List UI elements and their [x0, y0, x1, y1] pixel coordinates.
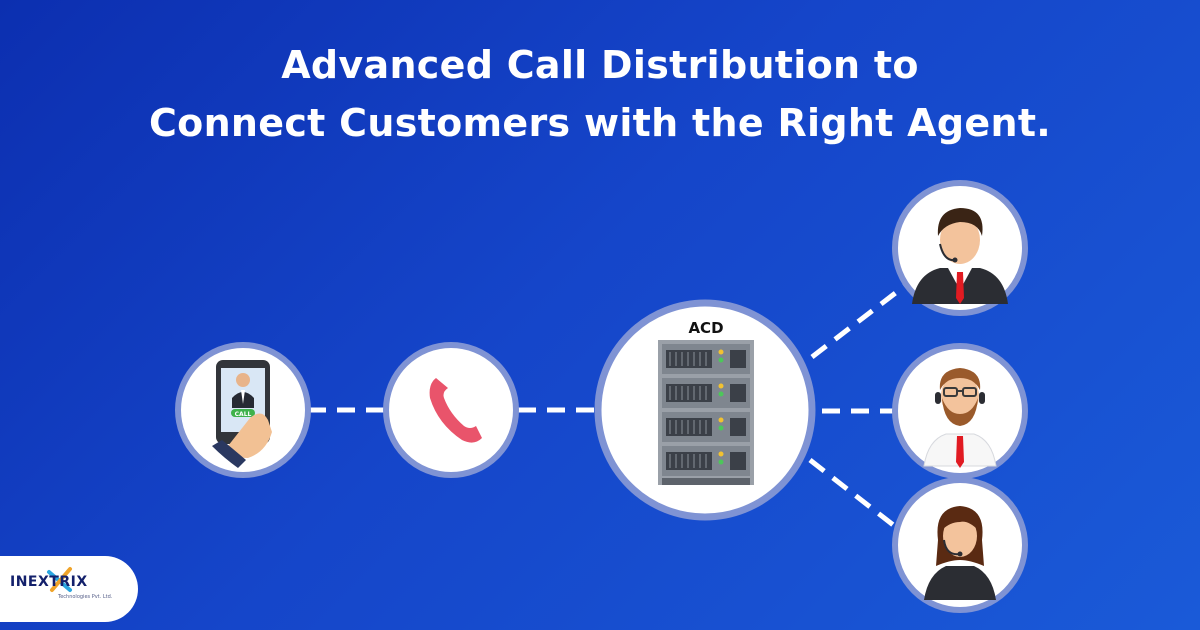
phone-node [383, 342, 519, 478]
logo-tagline: Technologies Pvt. Ltd. [58, 594, 113, 600]
connector-acd-agent-1 [810, 276, 917, 359]
acd-node: ACD [594, 299, 816, 521]
call-badge: CALL [235, 411, 252, 418]
logo-brand-text: INEXTRIX [10, 574, 88, 590]
server-rack-icon [658, 340, 754, 485]
page-title: Advanced Call Distribution to Connect Cu… [0, 36, 1200, 152]
smartphone-call-icon [212, 360, 272, 468]
agent-node-2 [892, 343, 1028, 479]
brand-logo: INEXTRIX Technologies Pvt. Ltd. [0, 556, 138, 622]
male-agent-suit-icon [912, 208, 1008, 304]
female-agent-icon [924, 506, 996, 600]
logo-x-mark-icon [47, 567, 72, 592]
agent-node-1 [892, 180, 1028, 316]
title-line-2: Connect Customers with the Right Agent. [148, 101, 1052, 145]
acd-label: ACD [688, 319, 723, 337]
agent-node-3 [892, 477, 1028, 613]
phone-handset-icon [429, 378, 482, 443]
connector-acd-agent-3 [808, 458, 917, 544]
title-line-1: Advanced Call Distribution to [281, 43, 919, 87]
customer-node: CALL [175, 342, 311, 478]
male-agent-glasses-icon [923, 368, 997, 468]
